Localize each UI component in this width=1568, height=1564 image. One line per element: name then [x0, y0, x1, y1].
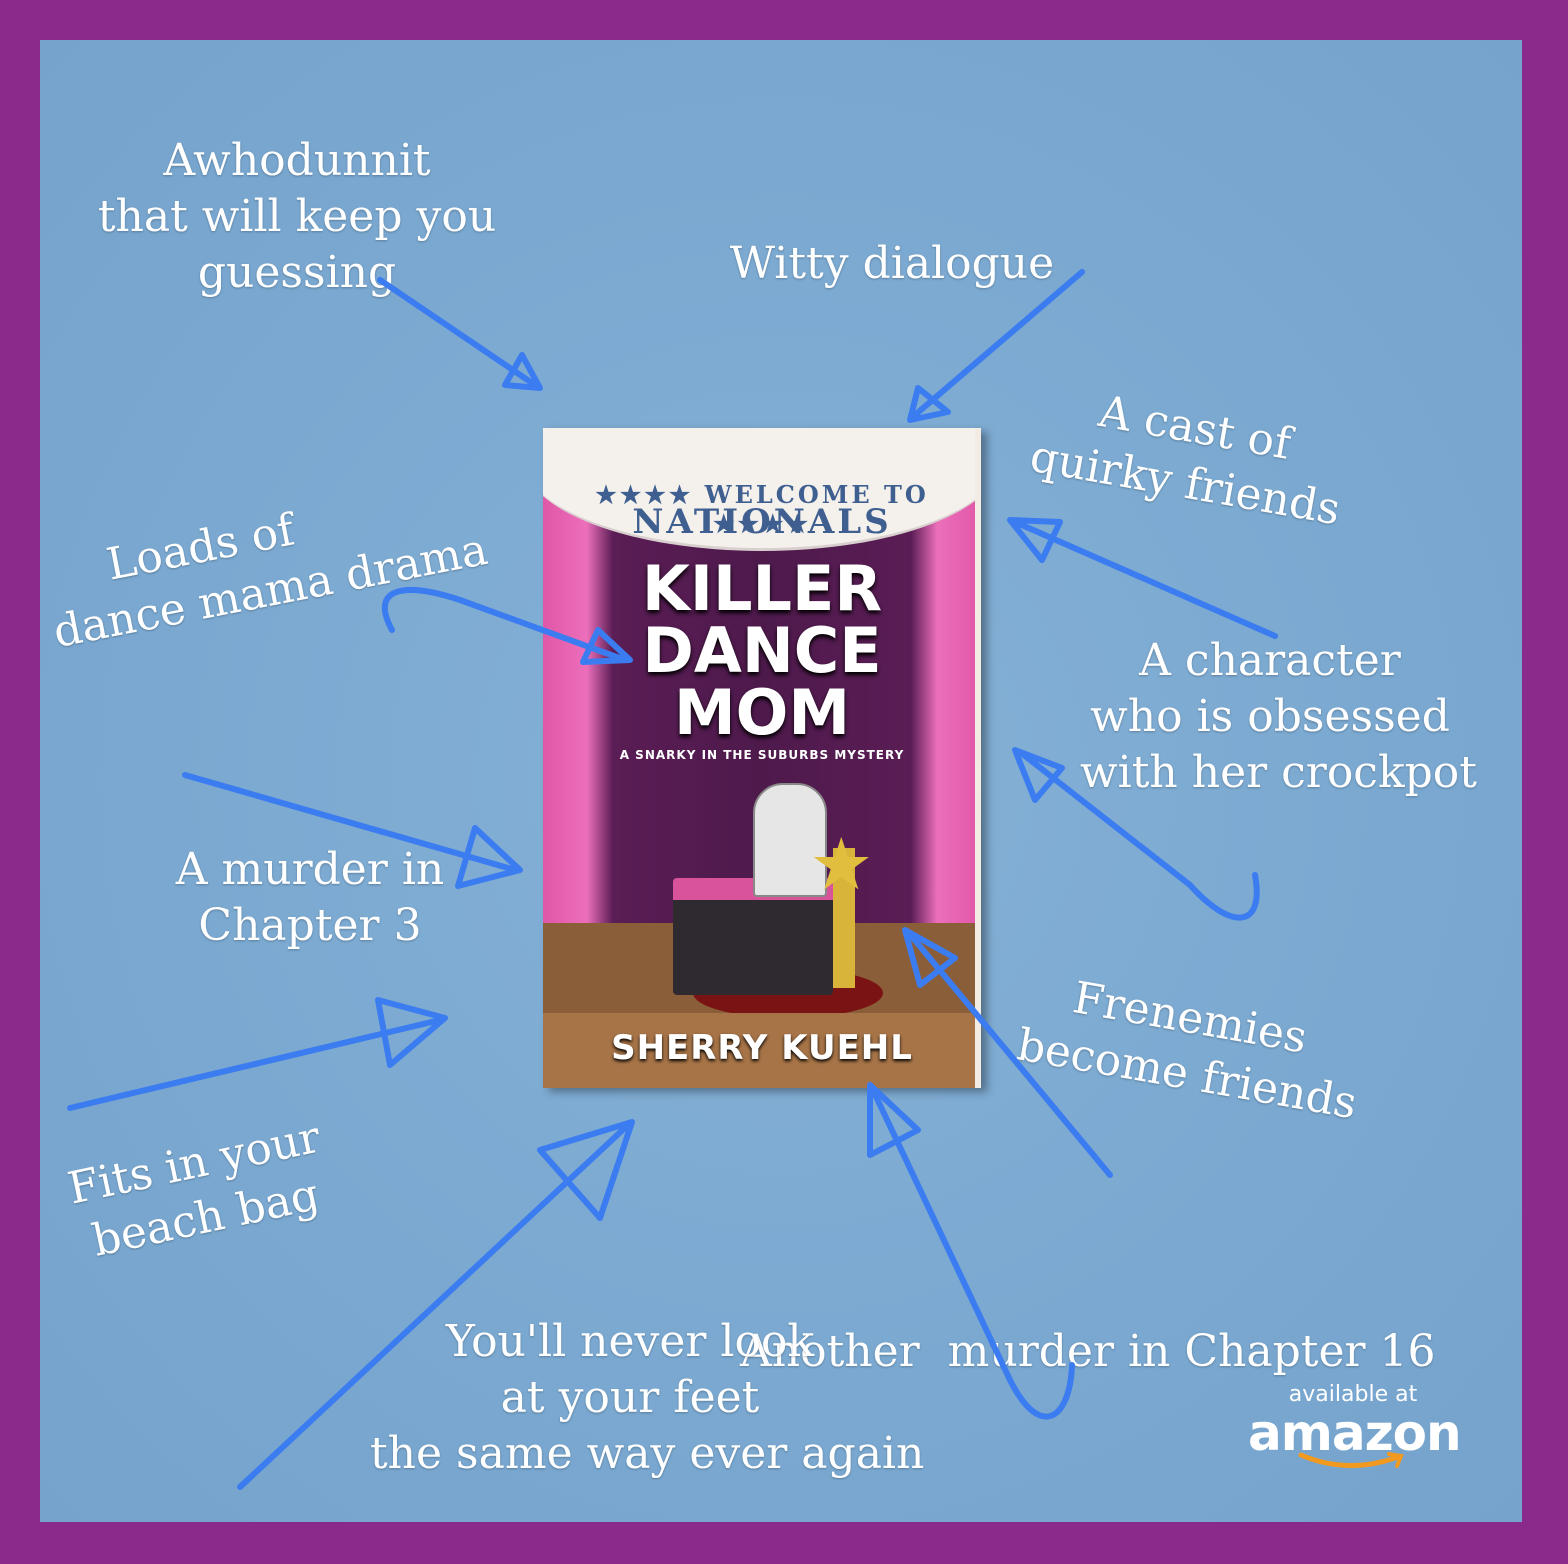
book-author: SHERRY KUEHL [611, 1028, 913, 1068]
book-pages-edge [975, 428, 981, 1088]
title-line: DANCE [642, 614, 882, 687]
book-cover: ★★★★ WELCOME TO ★★★★ NATIONALS KILLER DA… [543, 428, 981, 1088]
note-line: Witty dialogue [729, 238, 1055, 289]
note-whodunnit: Awhodunnit that will keep you guessing [97, 133, 497, 301]
amazon-smile-icon [1298, 1452, 1404, 1469]
note-line: A character [1139, 635, 1401, 686]
note-line: A murder in [175, 844, 445, 895]
note-line: Chapter 3 [198, 900, 422, 951]
note-line: who is obsessed [1090, 691, 1450, 742]
note-line: You'll never look [445, 1316, 815, 1367]
note-line: Awhodunnit [163, 135, 431, 186]
banner-top-text: ★★★★ WELCOME TO ★★★★ [595, 480, 929, 538]
note-line: guessing [197, 247, 397, 298]
note-witty-dialogue: Witty dialogue [712, 236, 1072, 292]
book-title: KILLER DANCE MOM [543, 558, 981, 744]
note-line: at your feet [500, 1372, 760, 1423]
welcome-banner [543, 428, 981, 551]
note-feet: You'll never look at your feet the same … [370, 1314, 925, 1482]
title-line: MOM [673, 676, 851, 749]
note-murder-chapter3: A murder in Chapter 3 [160, 842, 460, 954]
trophy-illustration [833, 848, 855, 988]
star-icon: ★ [809, 822, 874, 906]
note-line: with her crockpot [1080, 747, 1477, 798]
amazon-logo: amazon [1248, 1404, 1462, 1462]
amazon-badge[interactable]: available at amazon [1248, 1382, 1462, 1473]
note-line: the same way ever again [370, 1428, 925, 1479]
garment-bag-illustration [753, 783, 827, 897]
banner-bottom-text: NATIONALS [632, 502, 892, 542]
available-at-label: available at [1288, 1382, 1418, 1407]
note-line: that will keep you [97, 191, 497, 242]
note-crockpot: A character who is obsessed with her cro… [1080, 633, 1477, 801]
title-line: KILLER [641, 552, 883, 625]
book-series: A SNARKY IN THE SUBURBS MYSTERY [619, 748, 905, 762]
